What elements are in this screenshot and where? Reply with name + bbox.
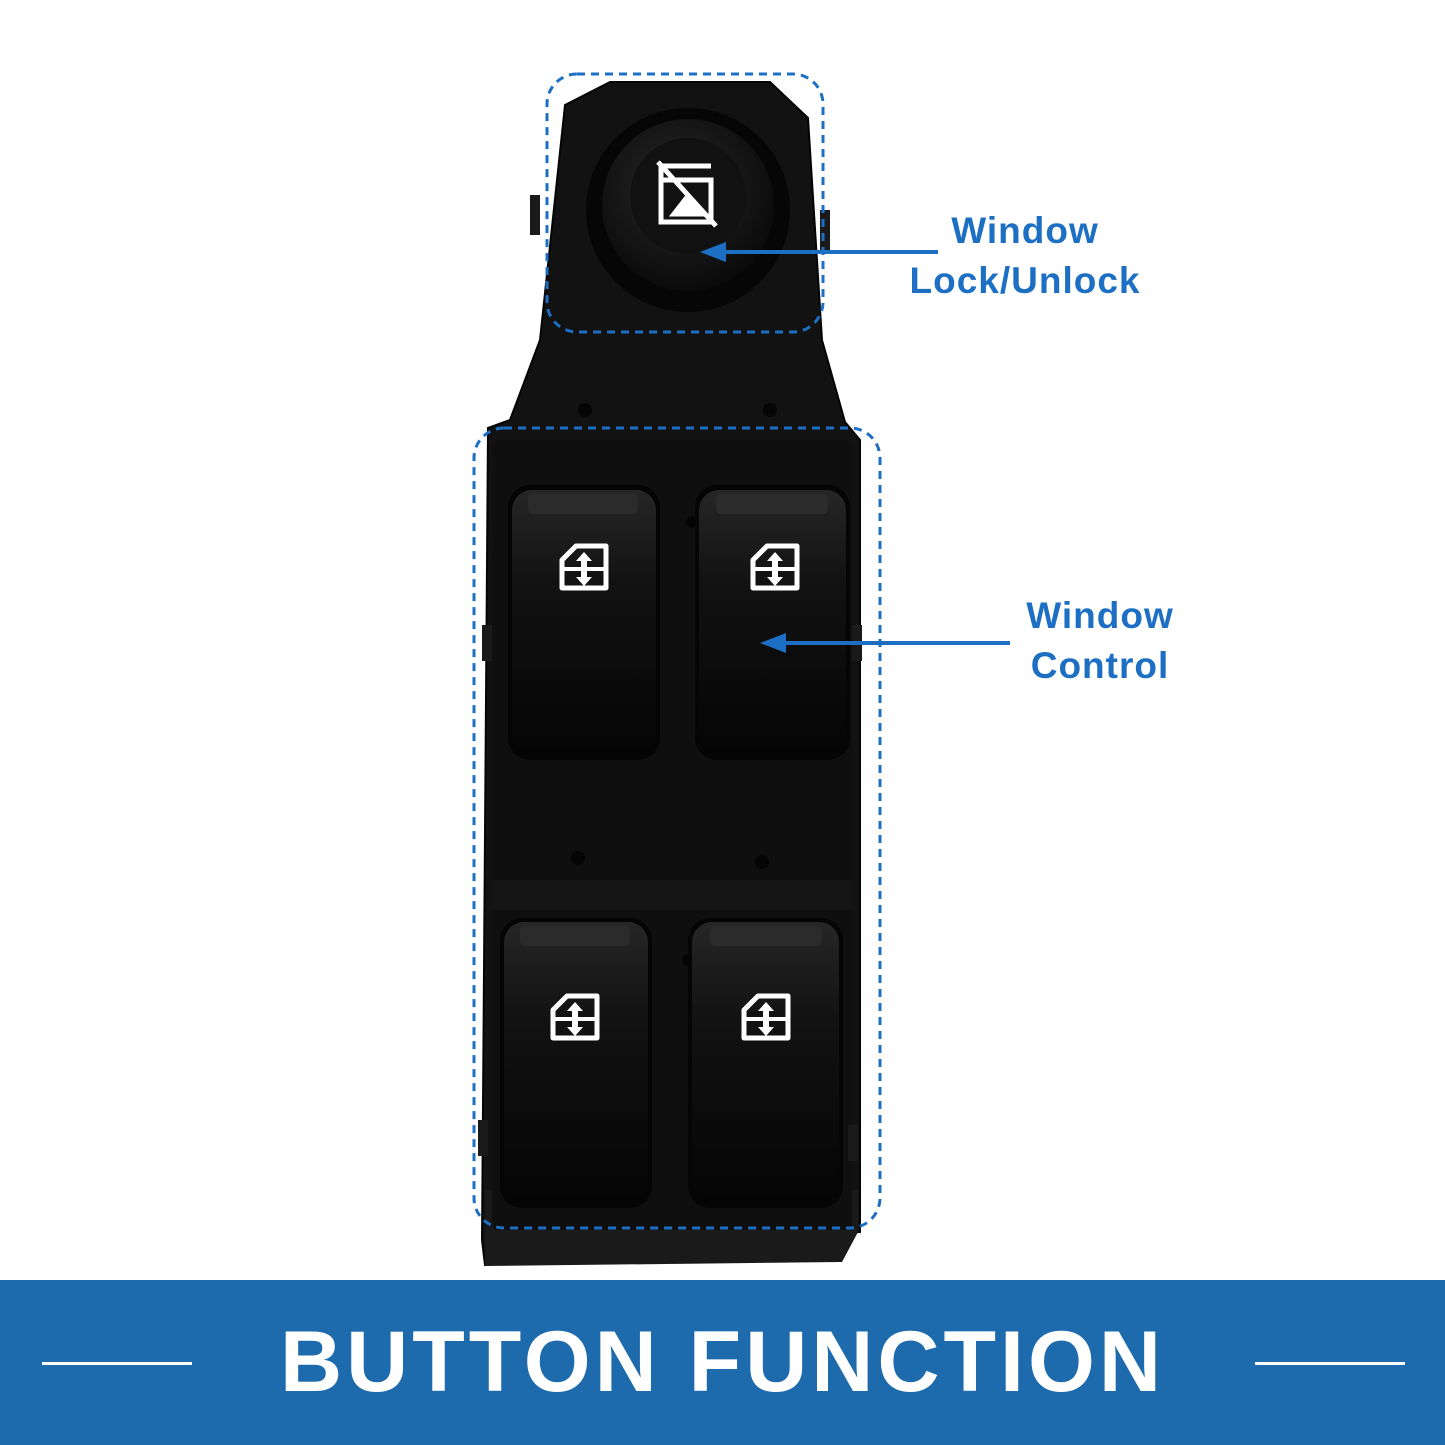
rear-right-window-button[interactable] (688, 918, 843, 1208)
window-updown-icon (559, 543, 609, 591)
control-arrow (760, 633, 1010, 653)
lock-unlock-label: Window Lock/Unlock (880, 206, 1170, 306)
window-updown-icon (550, 993, 600, 1041)
window-updown-icon (750, 543, 800, 591)
window-lock-icon (656, 160, 718, 228)
product-illustration (472, 72, 1010, 1267)
window-updown-icon (741, 993, 791, 1041)
banner-rule-right (1255, 1362, 1405, 1365)
control-label-line1: Window (1026, 595, 1174, 636)
banner-rule-left (42, 1362, 192, 1365)
lock-highlight-frame (545, 72, 825, 334)
window-control-label: Window Control (1000, 591, 1200, 691)
lock-arrow (700, 242, 938, 262)
front-right-window-button[interactable] (695, 485, 850, 760)
banner-title: BUTTON FUNCTION (280, 1314, 1165, 1410)
lock-label-line2: Lock/Unlock (909, 260, 1141, 301)
control-label-line2: Control (1030, 645, 1170, 686)
control-highlight-frame (472, 426, 882, 1230)
front-left-window-button[interactable] (508, 485, 660, 760)
lock-label-line1: Window (951, 210, 1099, 251)
title-banner: BUTTON FUNCTION (0, 1280, 1445, 1445)
rear-left-window-button[interactable] (500, 918, 652, 1208)
